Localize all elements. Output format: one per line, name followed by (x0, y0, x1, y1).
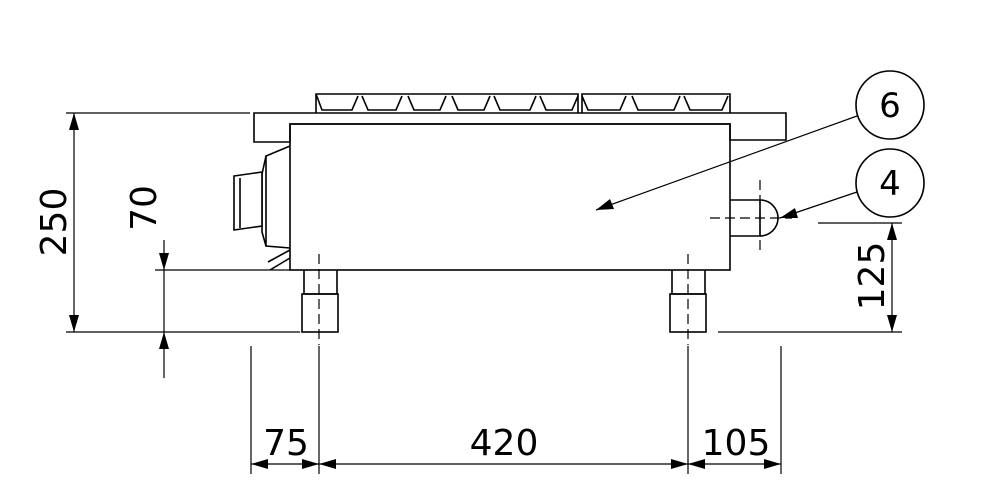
front-panel (233, 145, 291, 271)
dimension-bottom: 75 420 105 (250, 346, 782, 474)
dim-label-125: 125 (852, 242, 893, 311)
main-body (289, 123, 731, 271)
dimension-125: 125 (718, 222, 902, 333)
dimension-70: 70 (124, 185, 290, 378)
dimension-250: 250 (34, 112, 300, 333)
appliance-side-view (233, 93, 792, 345)
dim-label-420: 420 (470, 423, 539, 464)
top-rim (253, 112, 787, 143)
dim-label-105: 105 (702, 423, 771, 464)
dim-label-250: 250 (34, 188, 75, 257)
right-leg (669, 254, 707, 345)
gas-connection (710, 180, 792, 252)
callout-4: 4 (779, 148, 925, 219)
dim-label-70: 70 (124, 185, 165, 231)
left-leg (301, 254, 339, 345)
balloon-label-6: 6 (879, 86, 901, 126)
callout-6: 6 (595, 70, 925, 211)
dim-label-75: 75 (263, 423, 309, 464)
balloon-label-4: 4 (879, 164, 901, 204)
